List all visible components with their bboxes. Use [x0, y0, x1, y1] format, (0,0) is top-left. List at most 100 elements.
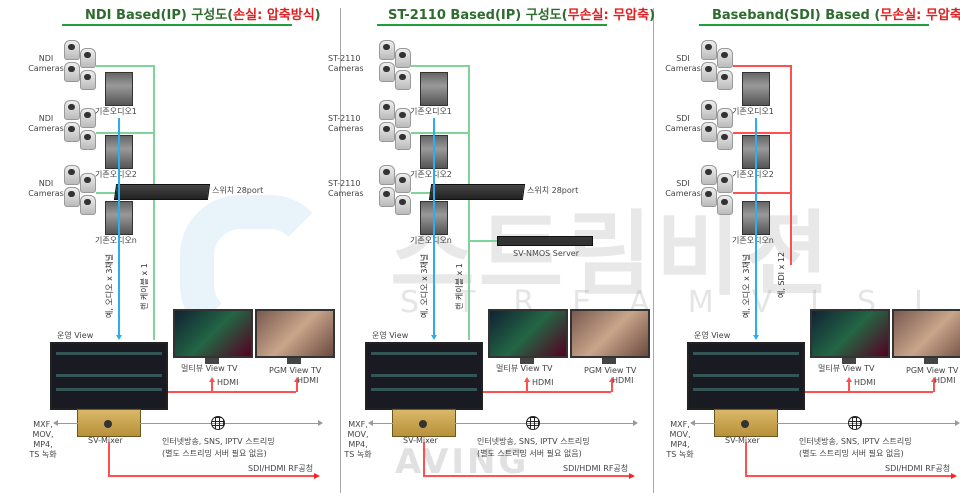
network-switch-icon [113, 184, 211, 200]
main-trunk-line [790, 65, 792, 265]
record-line [58, 423, 78, 424]
audio-cable-label: 예, 오디오 x 3채널 [742, 253, 751, 318]
record-label: MXF, MOV, MP4, TS 녹화 [29, 420, 57, 459]
ptz-camera-icon [701, 100, 717, 120]
network-switch-icon [428, 184, 526, 200]
rf-arrow-icon [314, 473, 320, 479]
pgm-tv-label: PGM View TV [269, 366, 322, 375]
pgm-tv-label: PGM View TV [584, 366, 637, 375]
ptz-camera-icon [701, 40, 717, 60]
ptz-camera-icon [64, 40, 80, 60]
audio-mixer-label: 기존오디오1 [95, 107, 137, 116]
rf-arrow-icon [951, 473, 957, 479]
ops-view-label: 운영 View [372, 331, 409, 340]
title-end: ) [314, 8, 321, 23]
audio-mixer-label: 기존오디오2 [732, 170, 774, 179]
rf-label: SDI/HDMI RF공청 [563, 464, 629, 473]
hdmi-arrow-icon [846, 377, 852, 382]
rf-line [108, 475, 315, 477]
ptz-camera-icon [64, 165, 80, 185]
audio-mixer-label: 기존오디오n [95, 236, 137, 245]
pgm-tv-icon [255, 309, 335, 364]
hdmi-line [526, 381, 528, 392]
panel-title: NDI Based(IP) 구성도(손실: 압축방식) [85, 4, 321, 23]
ptz-camera-icon [80, 70, 96, 90]
camera-link-line [411, 132, 468, 134]
ptz-camera-icon [717, 108, 733, 128]
pgm-tv-icon [892, 309, 960, 364]
ops-view-screen [365, 342, 483, 410]
ops-view-screen [50, 342, 168, 410]
audio-mixer-label: 기존오디오2 [95, 170, 137, 179]
audio-mixer-icon [742, 72, 770, 106]
rf-arrow-icon [629, 473, 635, 479]
pgm-tv-label: PGM View TV [906, 366, 959, 375]
panel-divider [653, 8, 654, 493]
stream-label: 인터넷방송, SNS, IPTV 스트리밍 [799, 437, 912, 446]
stream-arrow-icon [318, 420, 323, 426]
hdmi-label: HDMI [297, 376, 319, 385]
audio-cable-label: 예, 오디오 x 3채널 [420, 253, 429, 318]
ptz-camera-icon [80, 108, 96, 128]
ptz-camera-icon [717, 130, 733, 150]
ops-view-label: 운영 View [694, 331, 731, 340]
audio-cable-label: 예, 오디오 x 3채널 [105, 253, 114, 318]
hdmi-label: HDMI [532, 378, 554, 387]
ptz-camera-icon [395, 130, 411, 150]
sv-mixer-label: SV-Mixer [403, 436, 438, 445]
stream-note-label: (별도 스트리밍 서버 필요 없음) [477, 449, 582, 458]
title-underline [699, 24, 929, 26]
multiview-tv-label: 멀티뷰 View TV [181, 364, 238, 373]
camera-group-label: SDI Cameras [665, 179, 701, 198]
ptz-camera-icon [379, 187, 395, 207]
server-label: SV-NMOS Server [513, 249, 580, 258]
hdmi-arrow-icon [931, 377, 937, 382]
ptz-camera-icon [379, 40, 395, 60]
ptz-camera-icon [379, 100, 395, 120]
title-highlight: 무손실: 무압축 [567, 8, 650, 23]
ptz-camera-icon [80, 48, 96, 68]
multiview-tv-label: 멀티뷰 View TV [818, 364, 875, 373]
audio-arrow-icon [753, 335, 759, 340]
panel-sdi: Baseband(SDI) Based (무손실: 무압축)SDI Camera… [637, 0, 960, 493]
ptz-camera-icon [717, 173, 733, 193]
title-highlight: 무손실: 무압축 [880, 8, 960, 23]
camera-link-line [96, 65, 153, 67]
hdmi-line [296, 381, 298, 392]
hdmi-arrow-icon [209, 377, 215, 382]
title-text: ST-2110 Based(IP) 구성도( [388, 8, 568, 23]
title-text: NDI Based(IP) 구성도( [85, 8, 234, 23]
switch-label: 스위치 28port [212, 186, 264, 195]
audio-mixer-label: 기존오디오2 [410, 170, 452, 179]
title-highlight: 손실: 압축방식 [233, 8, 315, 23]
panel-divider [340, 8, 341, 493]
hdmi-line [483, 391, 611, 393]
hdmi-line [805, 391, 933, 393]
ptz-camera-icon [717, 48, 733, 68]
camera-group-label: ST-2110 Cameras [328, 54, 364, 73]
ptz-camera-icon [80, 195, 96, 215]
ops-view-label: 운영 View [57, 331, 94, 340]
ops-view-screen [687, 342, 805, 410]
multiview-tv-icon [173, 309, 253, 364]
title-end: ) [649, 8, 656, 23]
audio-mixer-icon [105, 72, 133, 106]
stream-line [777, 423, 955, 424]
main-cable-label: 랜 케이블 x 1 [455, 263, 464, 310]
record-arrow-icon [53, 420, 58, 426]
hdmi-arrow-icon [294, 377, 300, 382]
multiview-tv-label: 멀티뷰 View TV [496, 364, 553, 373]
camera-link-line [733, 132, 790, 134]
record-line [373, 423, 393, 424]
hdmi-line [168, 391, 296, 393]
hdmi-arrow-icon [524, 377, 530, 382]
hdmi-line [611, 381, 613, 392]
ptz-camera-icon [64, 122, 80, 142]
stream-label: 인터넷방송, SNS, IPTV 스트리밍 [477, 437, 590, 446]
globe-icon [848, 416, 862, 430]
ptz-camera-icon [64, 100, 80, 120]
stream-arrow-icon [955, 420, 960, 426]
stream-label: 인터넷방송, SNS, IPTV 스트리밍 [162, 437, 275, 446]
sv-mixer-label: SV-Mixer [88, 436, 123, 445]
